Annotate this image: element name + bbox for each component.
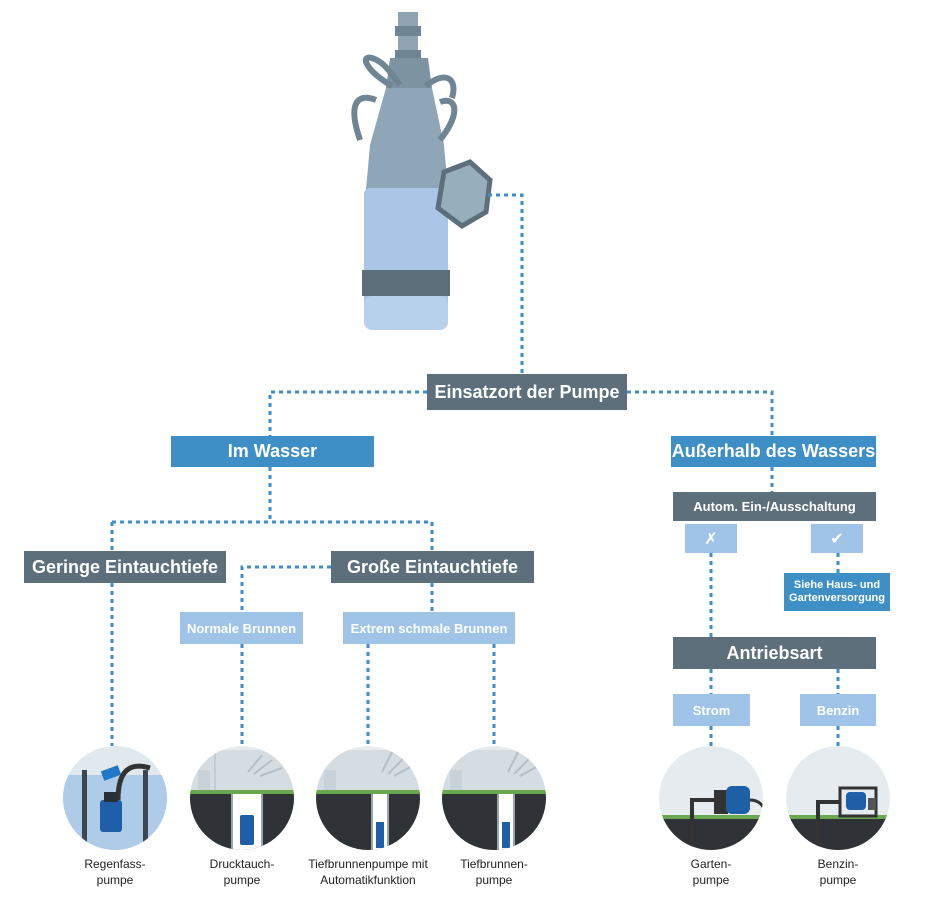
product-image-deep-well-pump bbox=[442, 746, 546, 850]
caption-garden-pump: Garten- pumpe bbox=[636, 856, 786, 888]
node-narrow-wells: Extrem schmale Brunnen bbox=[343, 612, 515, 644]
caption-line: Regenfass- bbox=[84, 857, 146, 871]
caption-line: Drucktauch- bbox=[209, 857, 275, 871]
caption-line: pumpe bbox=[223, 873, 261, 887]
node-pump-location: Einsatzort der Pumpe bbox=[427, 374, 627, 410]
node-deep-immersion: Große Eintauchtiefe bbox=[331, 551, 534, 583]
product-image-garden-pump bbox=[659, 746, 763, 850]
caption-pressure-submersible-pump: Drucktauch- pumpe bbox=[167, 856, 317, 888]
node-auto-switch: Autom. Ein-/Ausschaltung bbox=[673, 492, 876, 521]
node-electric: Strom bbox=[673, 694, 750, 726]
see-also-line-1: Siehe Haus- und bbox=[793, 579, 881, 591]
node-shallow-immersion: Geringe Eintauchtiefe bbox=[24, 551, 226, 583]
caption-petrol-pump: Benzin- pumpe bbox=[763, 856, 913, 888]
caption-rain-barrel-pump: Regenfass- pumpe bbox=[40, 856, 190, 888]
caption-line: Garten- bbox=[690, 857, 732, 871]
node-outside-water: Außerhalb des Wassers bbox=[671, 436, 876, 467]
caption-line: pumpe bbox=[819, 873, 857, 887]
caption-line: pumpe bbox=[475, 873, 513, 887]
node-auto-switch-no: ✗ bbox=[685, 524, 737, 553]
caption-line: pumpe bbox=[96, 873, 134, 887]
submersible-pump-illustration bbox=[351, 12, 493, 330]
connector-lines bbox=[110, 193, 840, 746]
caption-line: Automatikfunktion bbox=[320, 873, 416, 887]
node-in-water: Im Wasser bbox=[171, 436, 374, 467]
caption-deep-well-pump: Tiefbrunnen- pumpe bbox=[419, 856, 569, 888]
caption-line: Tiefbrunnen- bbox=[460, 857, 528, 871]
see-also-line-2: Gartenversorgung bbox=[789, 592, 885, 604]
caption-deep-well-pump-automatic: Tiefbrunnenpumpe mit Automatikfunktion bbox=[293, 856, 443, 888]
product-image-rain-barrel-pump bbox=[63, 746, 167, 850]
node-petrol: Benzin bbox=[800, 694, 876, 726]
node-drive-type: Antriebsart bbox=[673, 637, 876, 669]
product-image-pressure-submersible-pump bbox=[190, 746, 294, 850]
caption-line: Tiefbrunnenpumpe mit bbox=[308, 857, 428, 871]
caption-line: pumpe bbox=[692, 873, 730, 887]
node-auto-switch-yes: ✔ bbox=[811, 524, 863, 553]
product-image-petrol-pump bbox=[786, 746, 890, 850]
node-see-house-garden: Siehe Haus- und Gartenversorgung bbox=[784, 573, 890, 611]
node-normal-wells: Normale Brunnen bbox=[180, 612, 303, 644]
product-image-deep-well-pump-automatic bbox=[316, 746, 420, 850]
caption-line: Benzin- bbox=[817, 857, 859, 871]
